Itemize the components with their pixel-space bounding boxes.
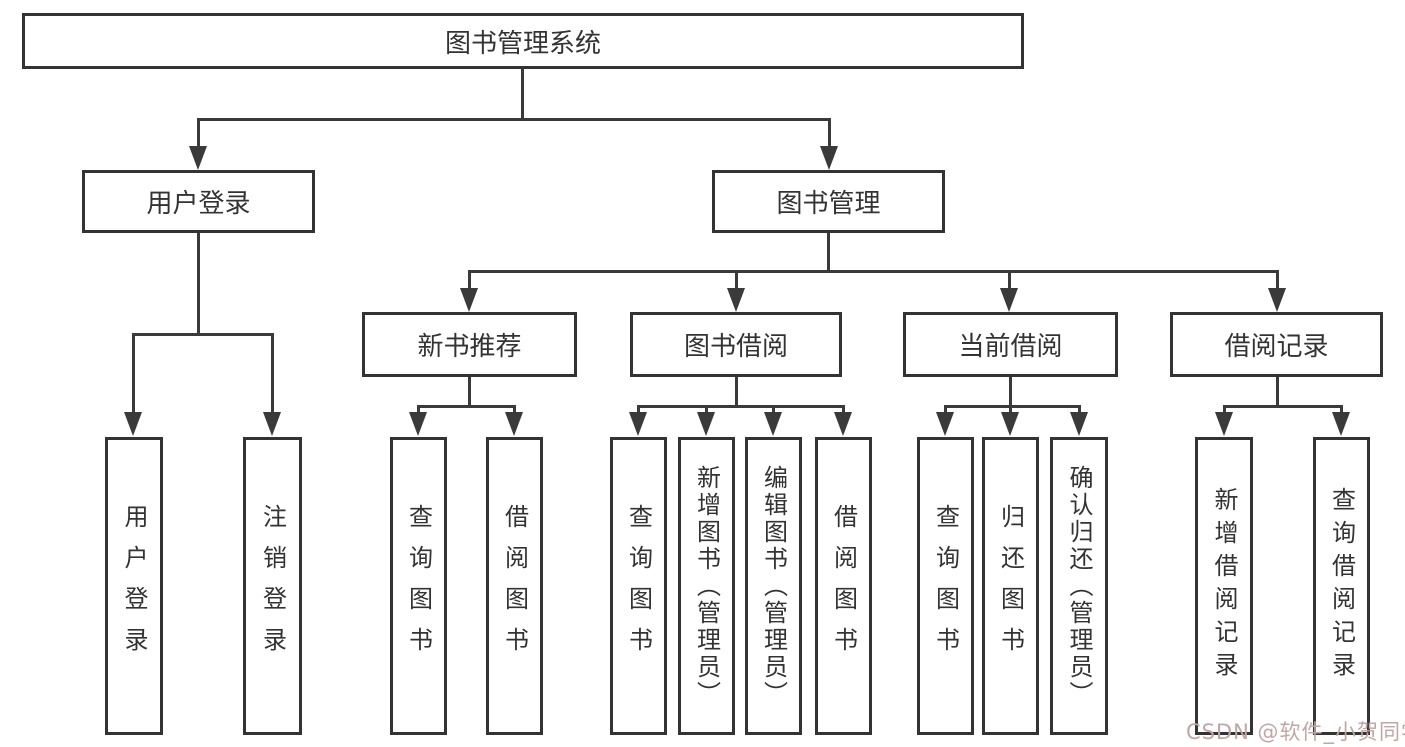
arrowhead-icon [1215,412,1233,436]
connector-drop [637,405,640,415]
leaf-current-return-books-label: 归还图书 [996,504,1025,668]
leaf-records-add-record: 新增借阅记录 [1195,437,1253,735]
connector-branch [468,270,1279,273]
connector-drop [735,270,738,292]
node-book-management-label: 图书管理 [776,189,881,219]
leaf-borrow-borrow-books-label: 借阅图书 [829,504,858,668]
connector-stem [197,233,200,336]
connector-drop [271,333,274,414]
leaf-borrow-borrow-books: 借阅图书 [815,437,872,735]
connector-drop [1008,270,1011,292]
arrowhead-icon [936,412,954,436]
leaf-current-query-books-label: 查询图书 [931,504,960,668]
connector-drop [1340,405,1343,415]
arrowhead-icon [409,412,427,436]
arrowhead-icon [834,412,852,436]
leaf-borrow-add-books-admin: 新增图书（管理员） [678,437,735,735]
leaf-current-query-books: 查询图书 [917,437,974,735]
connector-branch [637,405,845,408]
leaf-borrow-query-books-label: 查询图书 [624,504,653,668]
node-new-book-recommend: 新书推荐 [362,312,577,377]
connector-drop [944,405,947,415]
connector-drop [842,405,845,415]
connector-stem [735,377,738,408]
connector-stem [827,233,830,273]
connector-drop [1223,405,1226,415]
node-book-borrow: 图书借阅 [630,312,842,377]
connector-stem [1009,377,1012,408]
connector-drop [828,118,831,148]
leaf-current-return-books: 归还图书 [982,437,1039,735]
connector-branch [417,405,516,408]
arrowhead-icon [263,412,281,436]
arrowhead-icon [697,412,715,436]
leaf-borrow-query-books: 查询图书 [610,437,667,735]
node-root-label: 图书管理系统 [444,28,601,59]
node-borrow-records: 借阅记录 [1170,312,1383,377]
leaf-newbook-borrow-books-label: 借阅图书 [500,504,529,668]
leaf-newbook-query-books: 查询图书 [390,437,447,735]
arrowhead-icon [189,146,207,170]
connector-drop [1009,405,1012,415]
leaf-borrow-add-books-admin-label: 新增图书（管理员） [692,464,721,708]
connector-drop [513,405,516,415]
arrowhead-icon [1001,412,1019,436]
leaf-borrow-edit-books-admin: 编辑图书（管理员） [745,437,802,735]
csdn-watermark: CSDN @软件_小贺同学 [1186,720,1405,744]
node-book-borrow-label: 图书借阅 [683,332,788,362]
leaf-user-login: 用户登录 [105,437,163,735]
connector-drop [705,405,708,415]
leaf-current-confirm-return-admin-label: 确认归还（管理员） [1065,464,1093,708]
leaf-newbook-borrow-books: 借阅图书 [486,437,543,735]
connector-branch [944,405,1081,408]
leaf-current-confirm-return-admin: 确认归还（管理员） [1050,437,1108,735]
arrowhead-icon [505,412,523,436]
connector-branch [1223,405,1343,408]
connector-stem [468,377,471,408]
arrowhead-icon [1070,412,1088,436]
arrowhead-icon [727,288,745,312]
arrowhead-icon [820,146,838,170]
node-current-borrow: 当前借阅 [903,312,1118,377]
connector-drop [468,270,471,292]
node-root: 图书管理系统 [22,13,1024,69]
arrowhead-icon [629,412,647,436]
arrowhead-icon [764,412,782,436]
connector-root-stem [521,69,524,118]
connector-stem [1276,377,1279,408]
leaf-records-query-record: 查询借阅记录 [1313,437,1370,735]
node-user-login-label: 用户登录 [146,189,251,219]
connector-drop [132,333,135,414]
arrowhead-icon [460,288,478,312]
node-user-login: 用户登录 [82,170,315,233]
connector-drop [417,405,420,415]
node-book-management: 图书管理 [712,170,945,233]
leaf-logout: 注销登录 [243,437,302,735]
leaf-newbook-query-books-label: 查询图书 [404,504,433,668]
connector-drop [197,118,200,148]
connector-branch [132,333,274,336]
leaf-logout-label: 注销登录 [258,504,287,668]
arrowhead-icon [1268,288,1286,312]
node-new-book-recommend-label: 新书推荐 [417,332,522,362]
leaf-records-query-record-label: 查询借阅记录 [1327,487,1356,685]
node-current-borrow-label: 当前借阅 [958,332,1063,362]
connector-drop [1276,270,1279,292]
leaf-records-add-record-label: 新增借阅记录 [1210,487,1238,685]
leaf-user-login-label: 用户登录 [120,504,148,668]
arrowhead-icon [1332,412,1350,436]
connector-drop [772,405,775,415]
leaf-borrow-edit-books-admin-label: 编辑图书（管理员） [759,464,788,708]
connector-root-branch [197,118,831,121]
node-borrow-records-label: 借阅记录 [1224,332,1329,362]
arrowhead-icon [1000,288,1018,312]
connector-drop [1078,405,1081,415]
arrowhead-icon [124,412,142,436]
